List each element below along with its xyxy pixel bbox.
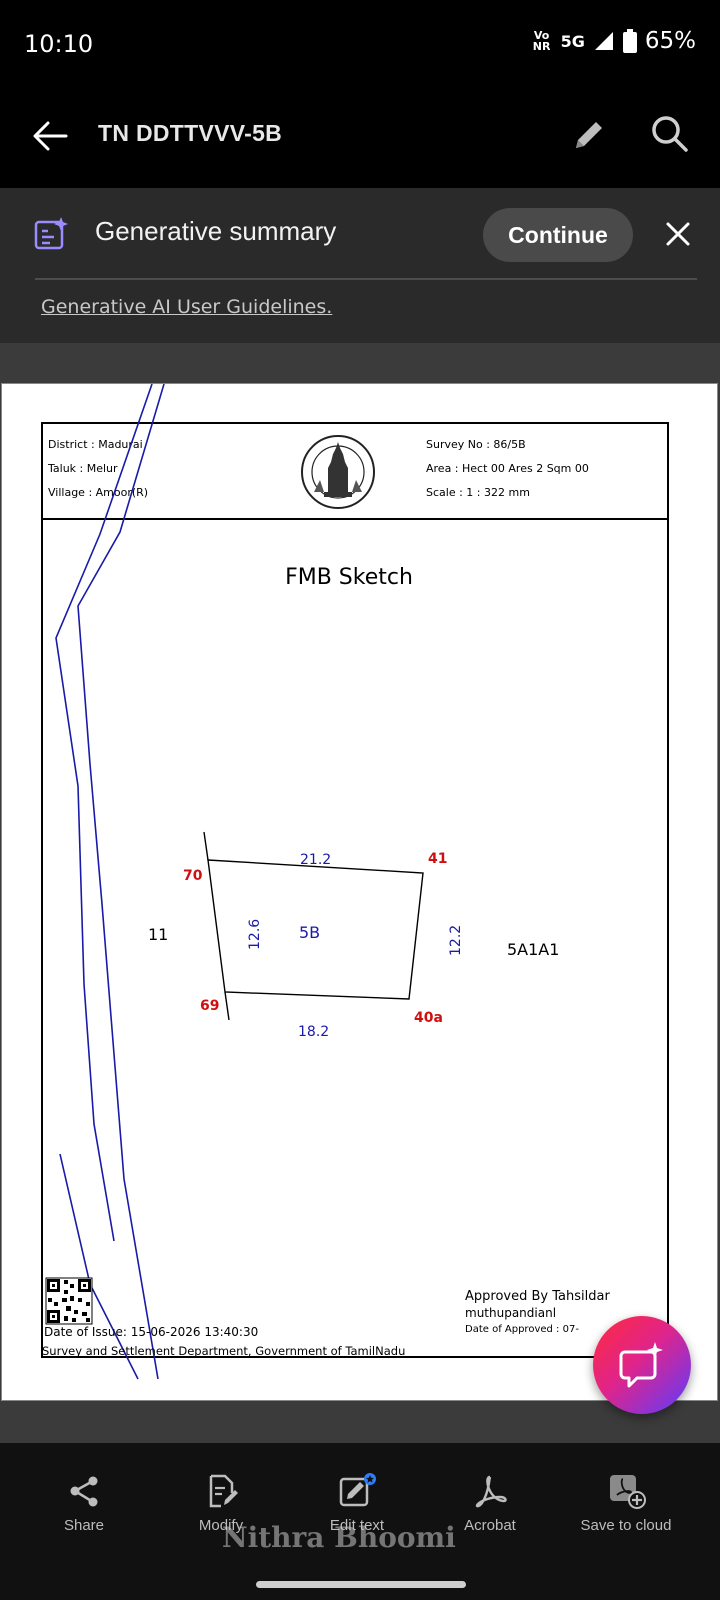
- edit-text-button[interactable]: Edit text: [287, 1473, 427, 1534]
- edit-button[interactable]: [564, 112, 612, 160]
- network-type: 5G: [560, 31, 585, 51]
- save-to-cloud-button[interactable]: Save to cloud: [556, 1473, 696, 1534]
- edge-length-bottom: 18.2: [298, 1024, 329, 1040]
- save-to-cloud-label: Save to cloud: [580, 1517, 672, 1534]
- boundary-extension-top: [203, 831, 209, 861]
- date-approved: Date of Approved : 07-: [465, 1324, 579, 1335]
- generative-summary-title: Generative summary: [95, 216, 337, 246]
- signal-icon: [594, 32, 613, 50]
- tamil-nadu-emblem-icon: [301, 435, 375, 509]
- close-banner-button[interactable]: [660, 216, 696, 252]
- ai-summary-icon: [34, 217, 68, 250]
- acrobat-label: Acrobat: [464, 1517, 516, 1534]
- continue-button[interactable]: Continue: [483, 208, 633, 262]
- share-icon: [70, 1476, 98, 1507]
- pencil-icon: [576, 122, 602, 148]
- modify-button[interactable]: Modify: [151, 1473, 291, 1534]
- fmb-sketch-page: District : Madurai Taluk : Melur Village…: [41, 384, 669, 1380]
- corner-label-top-left: 70: [183, 868, 203, 884]
- search-button[interactable]: [646, 110, 694, 158]
- status-icons: Vo NR 5G 65%: [531, 28, 696, 54]
- ai-guidelines-link[interactable]: Generative AI User Guidelines.: [41, 296, 333, 318]
- bottom-toolbar: Share Modify Edit text Acrobat: [0, 1443, 720, 1600]
- search-icon: [652, 116, 688, 152]
- modify-label: Modify: [198, 1517, 244, 1534]
- edit-text-icon: [339, 1473, 376, 1507]
- neighbor-label-left: 11: [148, 925, 168, 944]
- edge-length-right: 12.2: [448, 925, 464, 956]
- district-label: District : Madurai: [48, 438, 143, 451]
- boundary-extension-bottom: [224, 991, 230, 1021]
- taluk-label: Taluk : Melur: [47, 462, 118, 475]
- survey-no-label: Survey No : 86/5B: [426, 438, 526, 451]
- close-icon: [666, 222, 690, 246]
- pdf-page[interactable]: District : Madurai Taluk : Melur Village…: [1, 383, 718, 1401]
- battery-icon: [622, 29, 637, 53]
- edit-text-label: Edit text: [329, 1517, 385, 1534]
- ai-assistant-button[interactable]: [593, 1316, 691, 1414]
- acrobat-icon: [475, 1475, 507, 1508]
- scale-label: Scale : 1 : 322 mm: [426, 486, 530, 499]
- cloud-save-icon: [610, 1475, 646, 1509]
- ai-chat-sparkle-icon: [619, 1342, 663, 1388]
- divider: [35, 278, 697, 280]
- approver-name: muthupandianl: [465, 1306, 556, 1320]
- document-viewport[interactable]: District : Madurai Taluk : Melur Village…: [0, 343, 720, 1443]
- corner-label-bottom-right: 40a: [414, 1010, 443, 1026]
- home-indicator[interactable]: [256, 1581, 466, 1588]
- edge-length-left: 12.6: [247, 919, 263, 950]
- back-button[interactable]: [28, 112, 76, 160]
- status-time: 10:10: [24, 30, 94, 58]
- battery-percent: 65%: [644, 28, 696, 54]
- department-label: Survey and Settlement Department, Govern…: [42, 1344, 405, 1358]
- date-of-issue: Date of Issue: 15-06-2026 13:40:30: [44, 1325, 258, 1339]
- watermark-text: Nithra Bhoomi: [222, 1521, 456, 1554]
- volte-icon: Vo NR: [532, 29, 551, 53]
- generative-summary-banner: Generative summary Continue Generative A…: [0, 188, 720, 343]
- village-label: Village : Amoor(R): [48, 486, 148, 499]
- share-button[interactable]: Share: [14, 1473, 154, 1534]
- app-bar: TN DDTTVVV-5B: [0, 88, 720, 188]
- share-label: Share: [63, 1517, 105, 1534]
- sheet-border: [41, 422, 669, 1358]
- arrow-left-icon: [33, 121, 68, 151]
- approved-by-label: Approved By Tahsildar: [465, 1289, 610, 1304]
- sketch-title: FMB Sketch: [285, 565, 413, 590]
- road-boundary-lines: [55, 384, 165, 1380]
- corner-label-bottom-left: 69: [200, 998, 219, 1014]
- edge-length-top: 21.2: [300, 852, 331, 868]
- document-title: TN DDTTVVV-5B: [98, 120, 283, 146]
- plot-label: 5B: [299, 923, 320, 942]
- corner-label-top-right: 41: [428, 851, 447, 867]
- qr-code-icon: [45, 1277, 93, 1325]
- acrobat-button[interactable]: Acrobat: [420, 1473, 560, 1534]
- area-label: Area : Hect 00 Ares 2 Sqm 00: [426, 462, 589, 475]
- plot-boundary: [207, 859, 424, 1000]
- status-bar: 10:10 Vo NR 5G 65%: [0, 0, 720, 88]
- modify-document-icon: [209, 1474, 238, 1508]
- neighbor-label-right: 5A1A1: [507, 940, 559, 959]
